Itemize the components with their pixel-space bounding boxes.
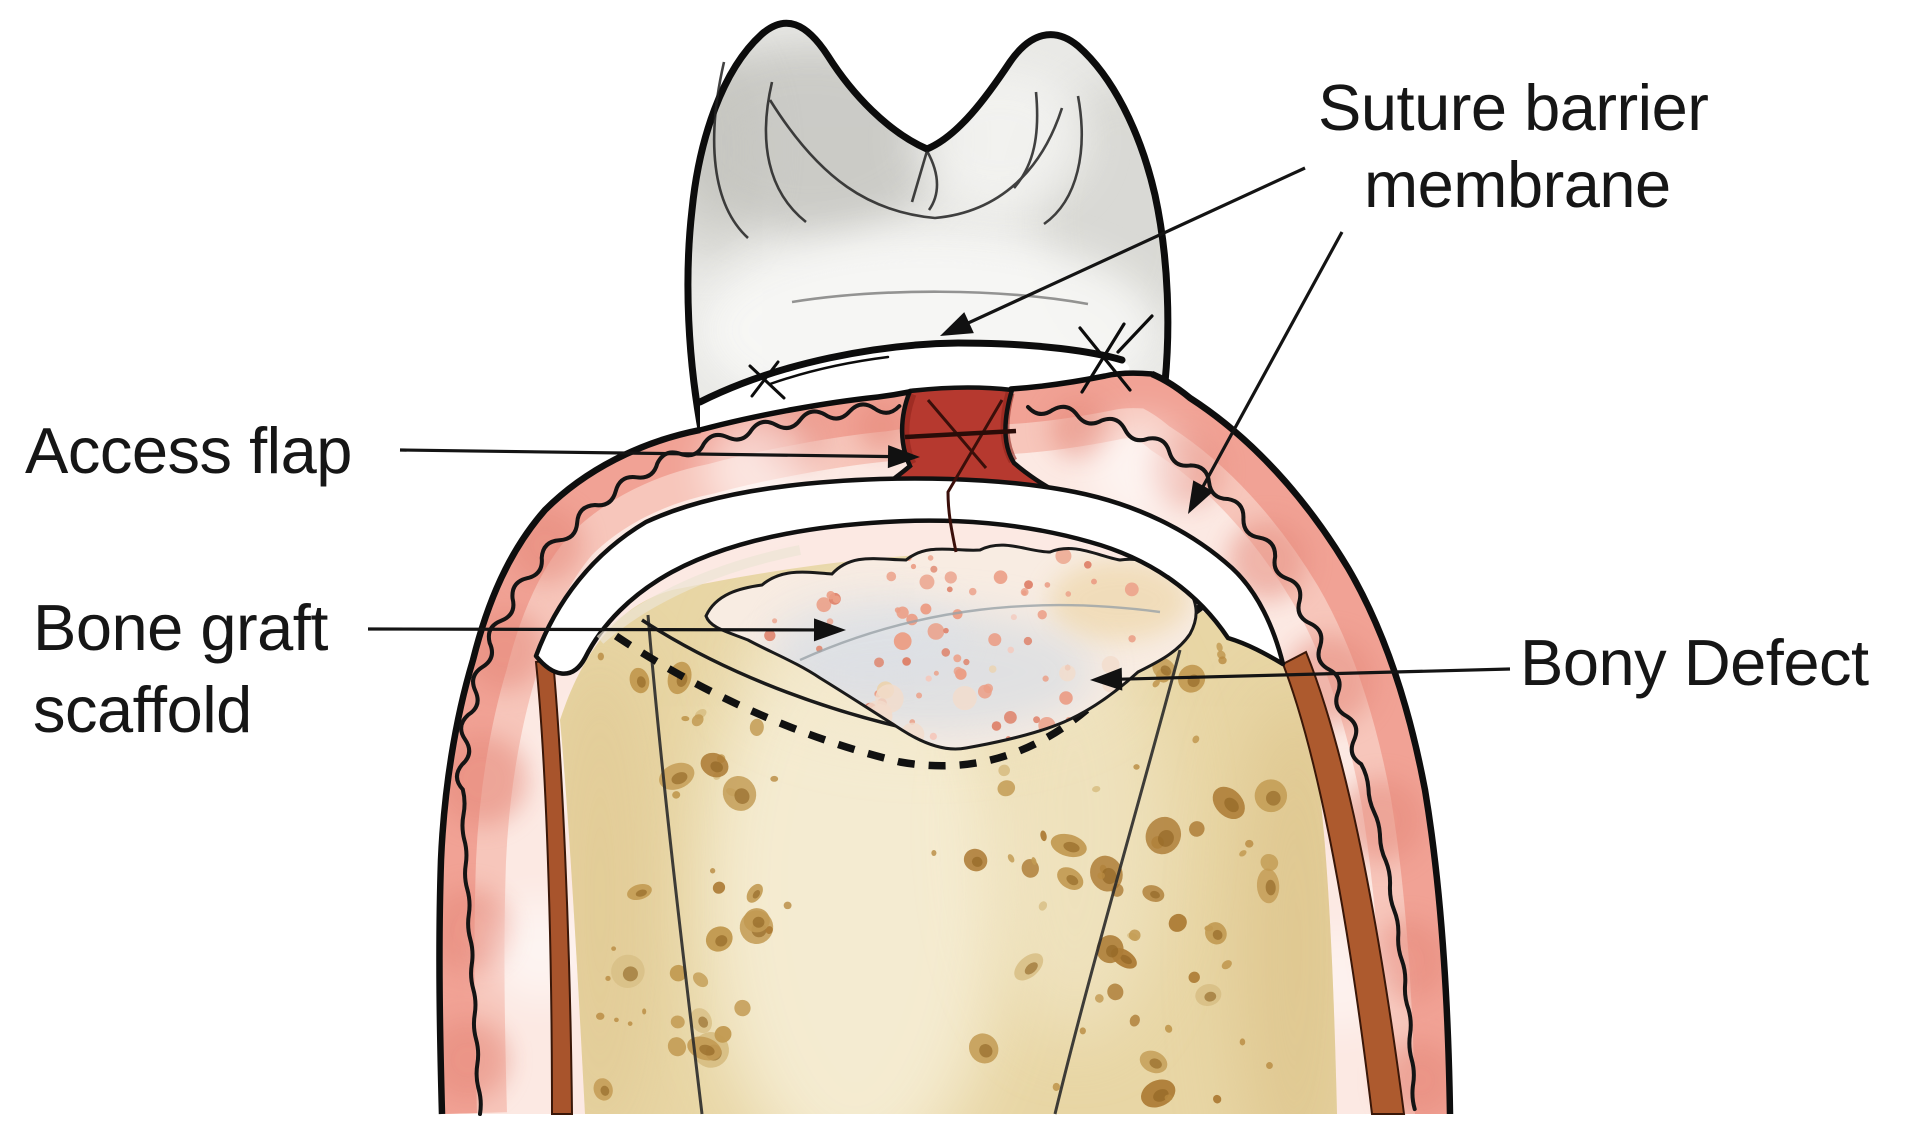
leader-bone-graft <box>367 627 821 632</box>
suture-knot-right <box>1078 314 1154 394</box>
root-socket-lines <box>646 614 1182 1115</box>
cervical-and-gum-edges <box>696 314 1155 433</box>
cortical-bands <box>534 650 1406 1115</box>
trabecular-pores <box>593 642 1288 1108</box>
leader-access-flap <box>399 448 895 459</box>
leader-suture-membrane-1 <box>962 166 1306 327</box>
gum-outline-right <box>1150 371 1454 1115</box>
leader-suture-membrane-2-arrowhead <box>1188 480 1214 514</box>
leader-bone-graft-arrowhead <box>813 618 846 642</box>
leader-bony-defect <box>1115 667 1511 681</box>
leader-lines <box>367 166 1511 691</box>
leader-access-flap-arrowhead <box>887 445 920 469</box>
leader-suture-membrane-2 <box>1199 231 1344 492</box>
suture-threads <box>904 399 1017 553</box>
label-bony-defect: Bony Defect <box>1520 626 1869 699</box>
label-suture-membrane-line2: membrane <box>1364 148 1671 221</box>
gum-outline <box>436 426 701 1115</box>
label-access-flap: Access flap <box>25 414 352 487</box>
suture-knot-left <box>748 360 786 400</box>
occlusal-lines <box>712 61 1089 306</box>
label-bone-graft-line1: Bone graft <box>33 591 328 664</box>
label-suture-membrane-line1: Suture barrier <box>1318 71 1708 144</box>
labels: Suture barrier membrane Access flap Bone… <box>25 71 1870 746</box>
label-bone-graft-line2: scaffold <box>33 673 252 746</box>
leader-suture-membrane-1-arrowhead <box>940 312 974 336</box>
barrier-membrane <box>533 476 1286 676</box>
leader-bony-defect-arrowhead <box>1090 667 1123 691</box>
